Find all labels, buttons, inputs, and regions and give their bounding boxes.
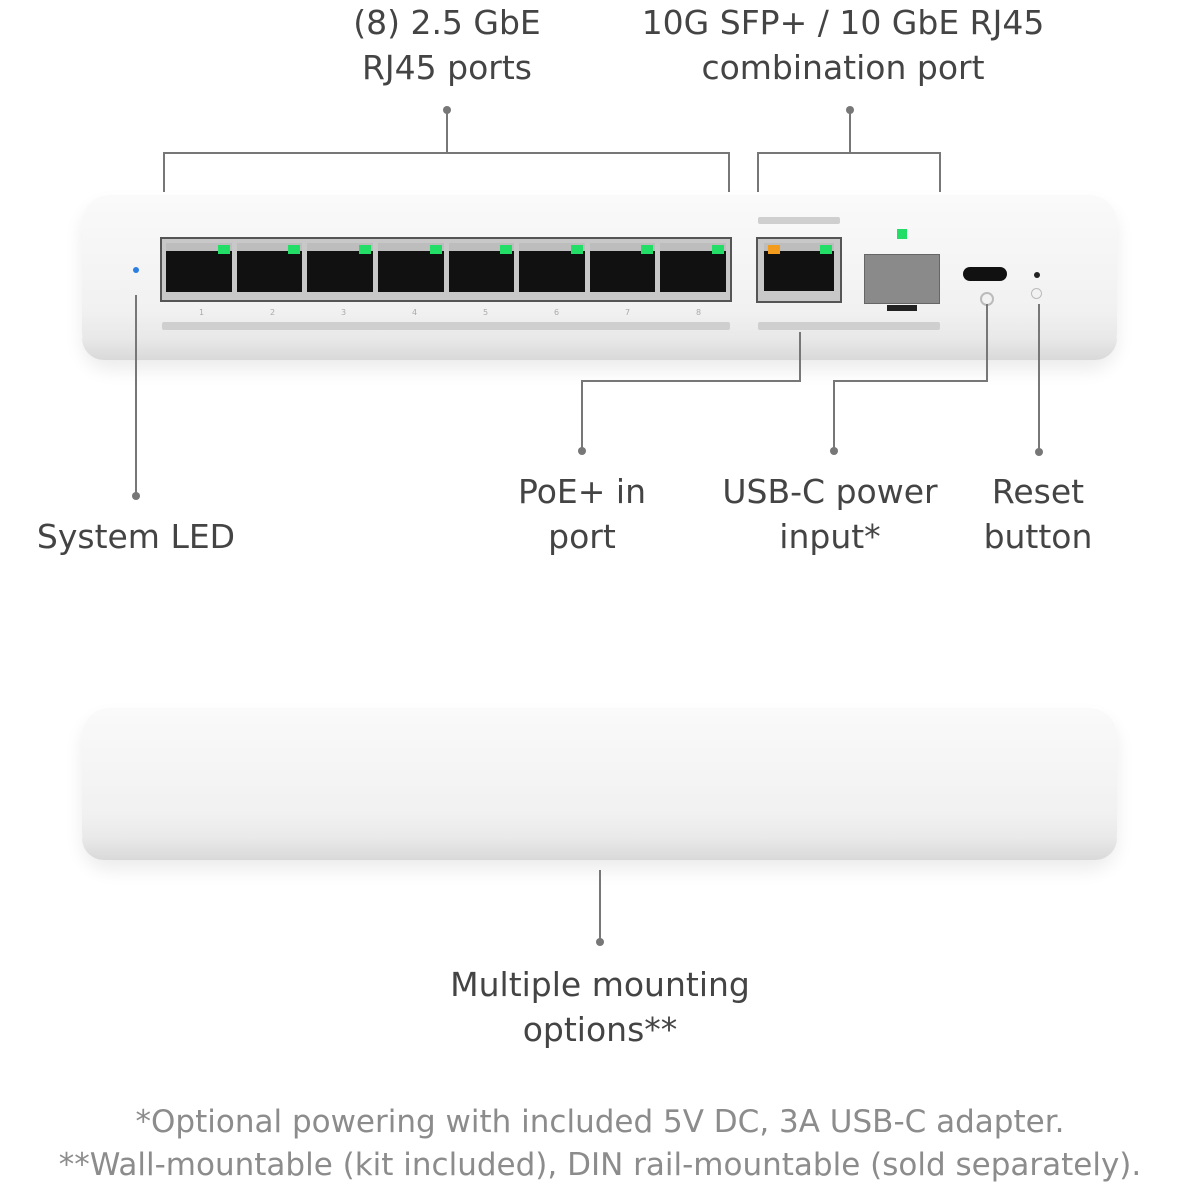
rj45-port-6[interactable] [519, 243, 585, 292]
rj45-port-2[interactable] [236, 243, 303, 292]
callout-line [581, 380, 801, 382]
rj45-port-3[interactable] [307, 243, 373, 292]
callout-dot [830, 447, 838, 455]
rj45-port-group [160, 237, 732, 302]
rj45-port-8[interactable] [660, 243, 726, 292]
bracket-edge [757, 152, 759, 192]
port-number: 6 [554, 308, 560, 317]
bracket-rj45 [163, 152, 730, 154]
port-number: 8 [696, 308, 702, 317]
callout-line [135, 295, 137, 495]
callout-line [581, 380, 583, 450]
poe-in-port[interactable] [756, 237, 842, 303]
sfp-led-icon [897, 229, 907, 239]
footnote-usb-c: *Optional powering with included 5V DC, … [135, 1104, 1065, 1140]
port-number: 5 [483, 308, 489, 317]
reset-icon [1031, 288, 1042, 299]
port-number: 3 [341, 308, 347, 317]
callout-line [446, 110, 448, 153]
callout-line [986, 304, 988, 382]
lan-label-bar [162, 322, 730, 330]
callout-line [849, 110, 851, 153]
reset-button[interactable] [1034, 272, 1040, 278]
port-number: 7 [625, 308, 631, 317]
rj45-port-7[interactable] [589, 243, 656, 292]
footnote-mounting: **Wall-mountable (kit included), DIN rai… [58, 1147, 1142, 1183]
callout-line [1038, 304, 1040, 452]
bracket-edge [728, 152, 730, 192]
callout-dot [596, 938, 604, 946]
switch-rear [82, 708, 1117, 860]
port-number: 2 [270, 308, 276, 317]
callout-dot [578, 447, 586, 455]
rj45-port-5[interactable] [448, 243, 515, 292]
callout-line [833, 380, 835, 450]
bracket-combo [757, 152, 941, 154]
callout-dot [1035, 448, 1043, 456]
callout-dot [132, 492, 140, 500]
rj45-port-4[interactable] [377, 243, 444, 292]
bracket-edge [939, 152, 941, 192]
bracket-edge [163, 152, 165, 192]
system-led-label: System LED [36, 517, 236, 556]
callout-line [599, 870, 601, 942]
sfp-port[interactable] [864, 254, 940, 311]
callout-line [799, 332, 801, 382]
combo-bottom-bar [758, 322, 940, 330]
usb-c-port[interactable] [963, 267, 1007, 281]
rj45-port-1[interactable] [166, 243, 232, 292]
callout-line [833, 380, 988, 382]
combo-label-bar [758, 217, 840, 224]
port-number: 1 [199, 308, 205, 317]
port-number: 4 [412, 308, 418, 317]
system-led-icon [133, 267, 139, 273]
